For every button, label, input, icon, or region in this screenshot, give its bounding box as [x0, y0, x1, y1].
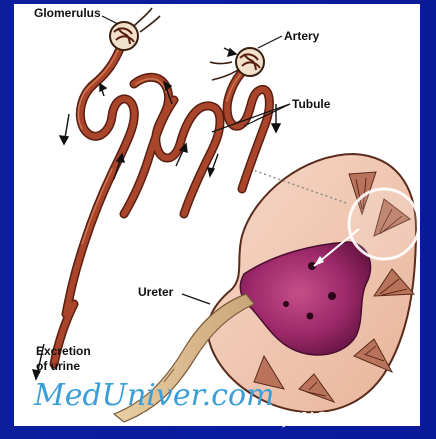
- glomeruli: [110, 8, 264, 80]
- watermark-tagline: все по медицине...: [140, 404, 347, 428]
- excretion-label-line2: of urine: [36, 359, 80, 373]
- artery-label: Artery: [284, 29, 319, 43]
- glomerulus-label: Glomerulus: [34, 6, 101, 20]
- tubule-label: Tubule: [292, 97, 330, 111]
- excretion-label-line1: Excretion: [36, 344, 91, 358]
- ureter-label: Ureter: [138, 285, 173, 299]
- illustration-panel: Glomerulus Artery Tubule Ureter Excretio…: [14, 4, 420, 426]
